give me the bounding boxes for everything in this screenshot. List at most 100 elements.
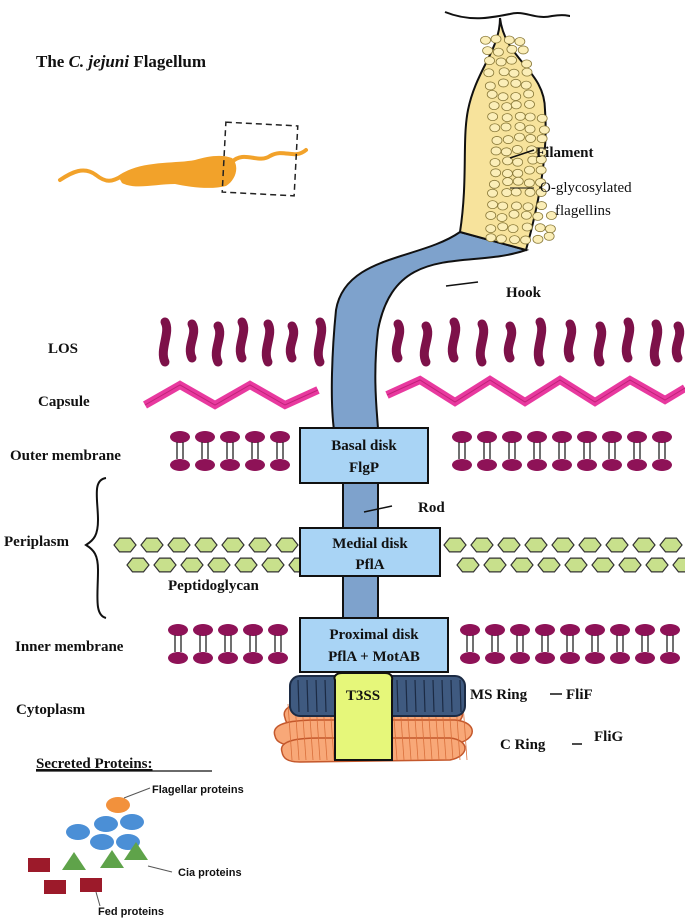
lipid-head	[218, 652, 238, 664]
peptidoglycan-unit	[153, 557, 177, 573]
lipid-head	[585, 652, 605, 664]
lipid-head	[552, 431, 572, 443]
flagellin-subunit	[510, 187, 522, 197]
peptidoglycan-unit	[497, 537, 521, 553]
flagellin-subunit	[535, 178, 546, 187]
flagellin-subunit	[545, 224, 556, 234]
flagellin-subunit	[521, 67, 533, 77]
lipid-head	[477, 459, 497, 471]
peptidoglycan-unit	[126, 557, 150, 573]
flagellin-subunit	[487, 200, 498, 210]
label-filament: Filament	[536, 145, 594, 161]
flagellin-subunit	[485, 211, 497, 220]
lipid-head	[527, 431, 547, 443]
flagellin-subunit	[482, 46, 494, 56]
peptidoglycan-unit	[194, 537, 218, 553]
lipid-head	[170, 431, 190, 443]
label-periplasm: Periplasm	[4, 534, 69, 550]
bacterium-illustration	[58, 121, 308, 197]
flagellin-subunit	[501, 113, 513, 122]
fed-protein	[80, 878, 102, 892]
flagellin-subunit	[502, 177, 514, 186]
los-molecule	[158, 317, 172, 367]
flagellin-subunit	[502, 135, 514, 144]
flagellin-subunit	[490, 146, 502, 156]
lipid-head	[485, 624, 505, 636]
outer-membrane	[170, 431, 672, 471]
peptidoglycan-unit	[443, 537, 467, 553]
flagellin-subunit	[514, 132, 525, 142]
label-flagellar-proteins: Flagellar proteins	[152, 784, 244, 796]
label-cia-proteins: Cia proteins	[178, 867, 242, 879]
flagellin-subunit	[497, 222, 509, 232]
los-molecule	[475, 319, 489, 367]
flagellin-subunit	[524, 99, 535, 109]
basal-disk-name: Basal disk	[331, 438, 397, 454]
peptidoglycan-unit	[632, 537, 656, 553]
flagellin-subunit	[503, 35, 515, 45]
peptidoglycan-unit	[483, 557, 507, 573]
lipid-head	[243, 624, 263, 636]
flagellin-subunit	[539, 125, 550, 135]
flagellin-subunit	[525, 134, 536, 143]
glycosylated-flagellins	[480, 34, 557, 245]
los-molecule	[503, 321, 517, 363]
lipid-head	[195, 431, 215, 443]
peptidoglycan-unit	[207, 557, 231, 573]
cia-protein	[124, 842, 148, 860]
peptidoglycan-unit	[591, 557, 615, 573]
filament-pointer	[509, 149, 535, 159]
proximal-disk-protein: PflA + MotAB	[328, 649, 420, 665]
flagellar-protein-blue	[120, 814, 144, 830]
peptidoglycan-unit	[645, 557, 669, 573]
lipid-head	[652, 431, 672, 443]
peptidoglycan-unit	[234, 557, 258, 573]
peptidoglycan-unit	[618, 557, 642, 573]
lipid-head	[660, 624, 680, 636]
peptidoglycan-unit	[672, 557, 685, 573]
lipid-head	[460, 652, 480, 664]
flagellin-subunit	[536, 113, 548, 123]
flagellin-subunit	[495, 57, 507, 67]
los-molecule	[285, 321, 299, 363]
lipid-head	[635, 652, 655, 664]
los-molecule	[447, 317, 461, 363]
flagellin-subunit	[535, 165, 547, 175]
lipid-head	[270, 431, 290, 443]
peptidoglycan-unit	[551, 537, 575, 553]
flagellin-subunit	[489, 123, 501, 133]
label-capsule: Capsule	[38, 394, 90, 410]
los-molecule	[313, 317, 327, 367]
lipid-head	[577, 459, 597, 471]
filament-tip	[444, 11, 571, 20]
flagellar-protein-blue	[90, 834, 114, 850]
lipid-head	[460, 624, 480, 636]
peptidoglycan-unit	[248, 537, 272, 553]
lipid-head	[560, 624, 580, 636]
flagellin-subunit	[532, 212, 544, 221]
cia-protein	[100, 850, 124, 868]
flagellin-subunit	[485, 233, 497, 243]
flagellin-subunit	[512, 157, 524, 167]
lipid-head	[502, 431, 522, 443]
lipid-head	[452, 459, 472, 471]
flagellin-subunit	[488, 101, 500, 111]
lipid-head	[635, 624, 655, 636]
flagellin-subunit	[496, 234, 507, 244]
lipid-head	[195, 459, 215, 471]
flagellin-subunit	[490, 34, 502, 44]
rod-pointer	[363, 505, 393, 513]
flagellin-subunit	[501, 147, 512, 157]
secreted-proteins-legend: Secreted Proteins: Flagellar proteins Ci…	[28, 756, 244, 918]
peptidoglycan-unit	[470, 537, 494, 553]
lipid-head	[535, 624, 555, 636]
peptidoglycan-unit	[140, 537, 164, 553]
flagellin-subunit	[520, 80, 532, 90]
label-peptidoglycan: Peptidoglycan	[168, 578, 259, 594]
flagellin-subunit	[480, 35, 491, 45]
flagellin-subunit	[523, 89, 535, 99]
peptidoglycan-unit	[221, 537, 245, 553]
lipid-head	[502, 459, 522, 471]
flagellin-subunit	[509, 235, 520, 245]
